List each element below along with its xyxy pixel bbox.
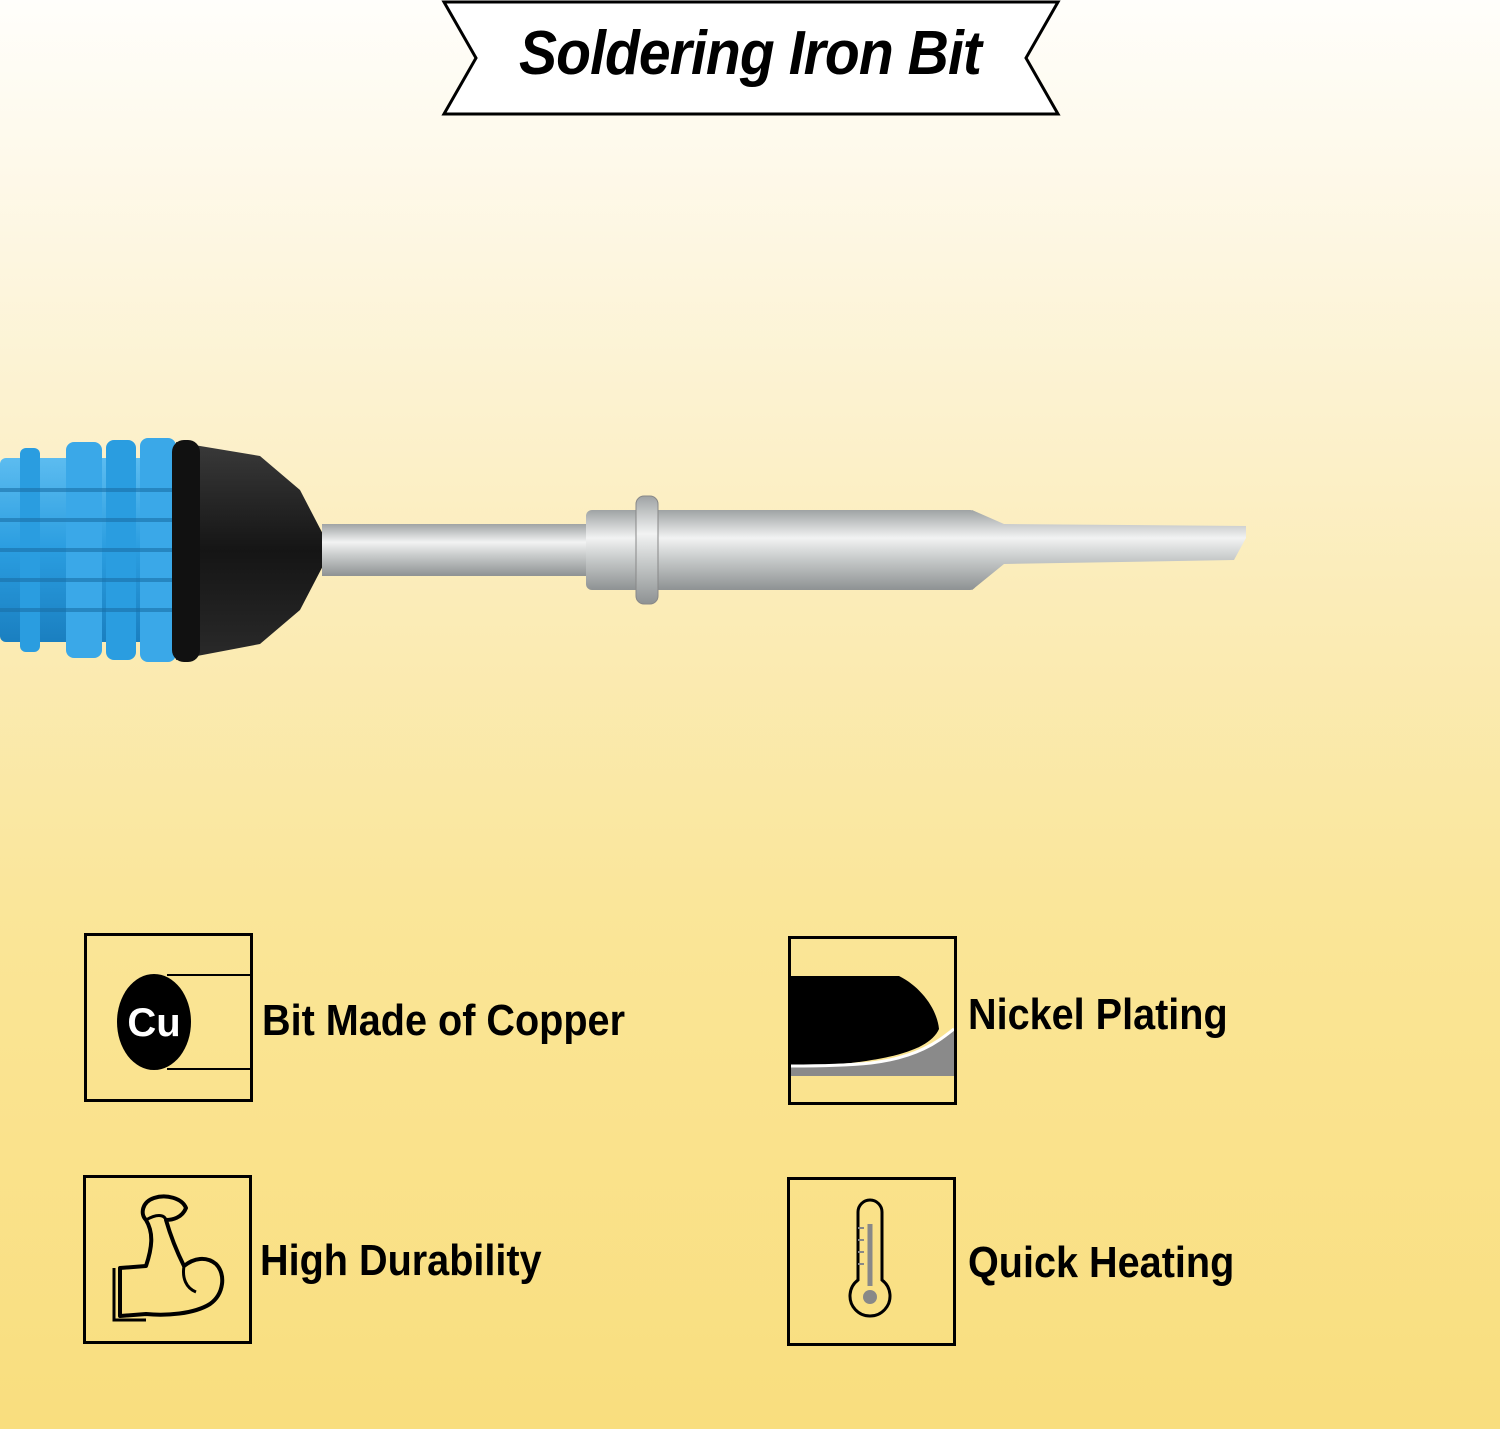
heating-shaft — [322, 524, 592, 576]
banner-ribbon-shape — [441, 0, 1061, 116]
thermometer-icon — [848, 1198, 892, 1318]
feature-label: Bit Made of Copper — [262, 996, 625, 1045]
feature-label: Nickel Plating — [968, 990, 1228, 1039]
nozzle-collar — [176, 442, 326, 660]
feature-icon-box — [787, 1177, 956, 1346]
feature-label: High Durability — [260, 1236, 542, 1285]
feature-label: Quick Heating — [968, 1238, 1235, 1287]
copper-cu-icon: Cu — [117, 974, 250, 1070]
nickel-plating-icon — [790, 976, 955, 1076]
page-title: Soldering Iron Bit — [519, 19, 982, 88]
bit-tip — [972, 510, 1246, 590]
soldering-iron-image — [0, 420, 1260, 680]
handle-grip — [0, 438, 180, 662]
bit-sleeve — [586, 510, 976, 590]
feature-icon-box: Cu — [84, 933, 253, 1102]
feature-icon-box — [788, 936, 957, 1105]
title-banner: Soldering Iron Bit — [438, 0, 1062, 118]
flexed-arm-icon — [112, 1194, 225, 1322]
cu-symbol: Cu — [127, 1001, 180, 1045]
feature-icon-box — [83, 1175, 252, 1344]
